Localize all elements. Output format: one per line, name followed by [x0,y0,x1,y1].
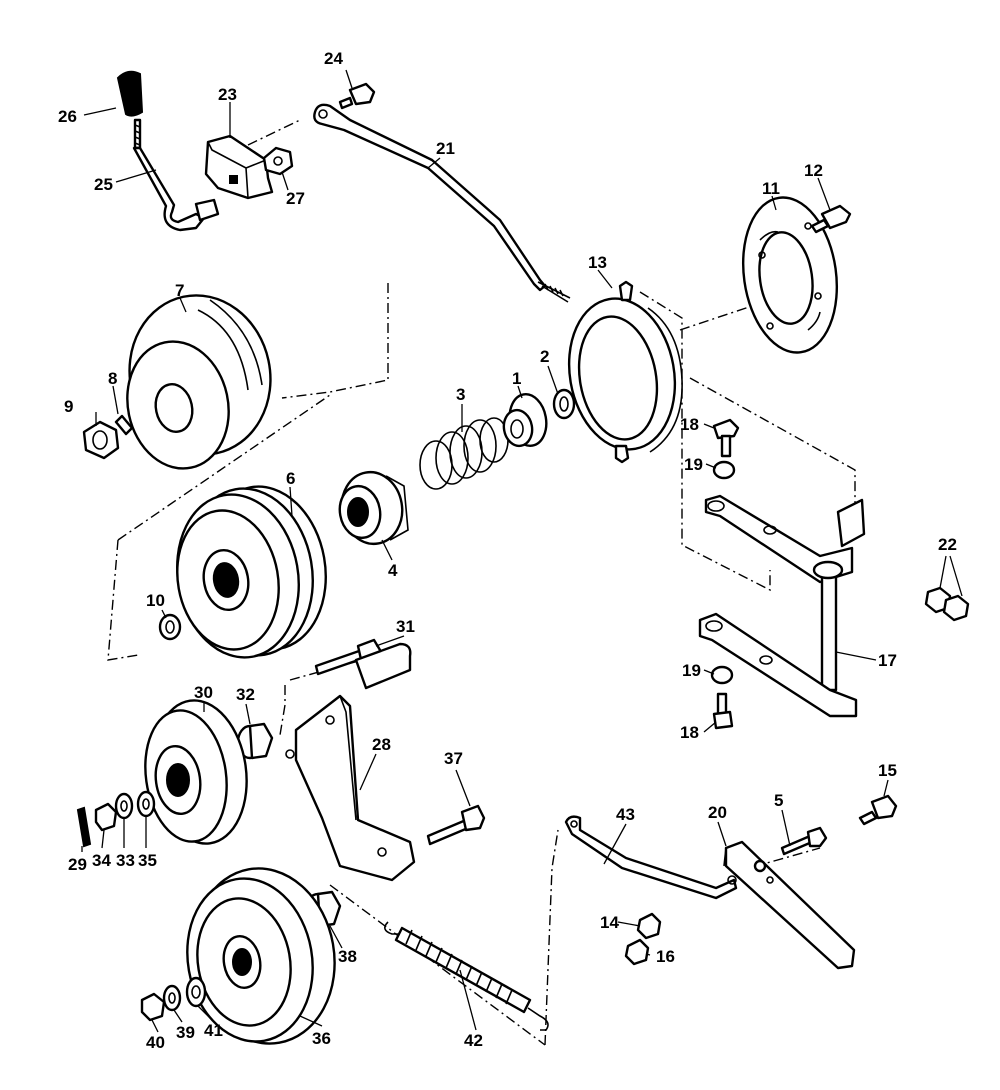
callout-labels: 26 25 23 24 27 21 7 12 11 13 8 9 3 1 2 6… [58,49,957,1052]
callout-6: 6 [286,469,295,488]
part-24-bolt [338,82,376,110]
callout-8: 8 [108,369,117,388]
callout-13: 13 [588,253,607,272]
callout-11: 11 [762,179,780,198]
part-3-spring [419,417,509,490]
part-18-upper-bolt [712,418,740,458]
part-42-spring [384,921,549,1031]
part-40-nut [140,992,166,1022]
callout-32: 32 [236,685,255,704]
part-17-bracket [698,494,866,718]
callout-5: 5 [774,791,783,810]
part-29-bolt [76,806,92,848]
part-27-nut [262,146,294,176]
part-11-flange [741,196,839,354]
callout-24: 24 [324,49,343,68]
callout-29: 29 [68,855,87,874]
callout-2: 2 [540,347,549,366]
callout-28: 28 [372,735,391,754]
callout-20: 20 [708,803,727,822]
part-23-bracket [204,134,274,200]
part-5-stud [780,826,828,856]
part-21-rod [313,103,571,303]
part-6-double-pulley [176,485,327,659]
part-7-pulley [126,294,272,470]
callout-18-lower: 18 [680,723,699,742]
callout-1: 1 [512,369,521,388]
part-20-plate [723,840,856,970]
callout-37: 37 [444,749,463,768]
callout-41: 41 [204,1021,223,1040]
callout-15: 15 [878,761,897,780]
callout-39: 39 [176,1023,195,1042]
callout-42: 42 [464,1031,483,1050]
callout-21: 21 [436,139,455,158]
callout-3: 3 [456,385,465,404]
part-18-lower-bolt [712,692,734,730]
part-14-nut [636,912,662,940]
part-13-housing [567,280,683,464]
callout-43: 43 [616,805,635,824]
part-2-washer [552,388,576,420]
part-9-nut [82,420,120,460]
part-34-nut [94,802,118,832]
part-30-idler-pulley [144,699,248,845]
part-19-upper-spacer [712,460,736,480]
part-41-washer [185,976,207,1008]
callout-36: 36 [312,1029,331,1048]
part-25-lever [132,146,220,232]
part-15-bolt [858,794,898,826]
callout-19-lower: 19 [682,661,701,680]
callout-10: 10 [146,591,165,610]
leader-lines [81,69,963,1033]
part-33-washer [114,792,134,820]
part-8-key [114,414,134,436]
callout-30: 30 [194,683,213,702]
part-12-screw [810,204,852,234]
callout-25: 25 [94,175,113,194]
part-39-washer [162,984,182,1012]
callout-4: 4 [388,561,398,580]
callout-12: 12 [804,161,823,180]
callout-14: 14 [600,913,619,932]
callout-33: 33 [116,851,135,870]
part-19-lower-spacer [710,665,734,685]
callout-16: 16 [656,947,675,966]
part-43-rod [564,815,738,900]
callout-7: 7 [175,281,184,300]
callout-27: 27 [286,189,305,208]
callout-19-upper: 19 [684,455,703,474]
callout-40: 40 [146,1033,165,1052]
part-26-knob [116,70,144,150]
callout-34: 34 [92,851,111,870]
part-16-nut [624,938,650,966]
callout-35: 35 [138,851,157,870]
part-28-plate [285,642,416,882]
callout-18-upper: 18 [680,415,699,434]
callout-38: 38 [338,947,357,966]
callout-22: 22 [938,535,957,554]
callout-23: 23 [218,85,237,104]
callout-31: 31 [396,617,415,636]
part-1-collar [502,393,548,448]
callout-17: 17 [878,651,897,670]
callout-9: 9 [64,397,73,416]
part-35-washer [136,790,156,818]
part-10-washer [158,613,182,641]
callout-26: 26 [58,107,77,126]
part-4-bearing [338,470,409,546]
part-36-pulley [186,867,336,1045]
part-37-bolt [426,804,486,846]
